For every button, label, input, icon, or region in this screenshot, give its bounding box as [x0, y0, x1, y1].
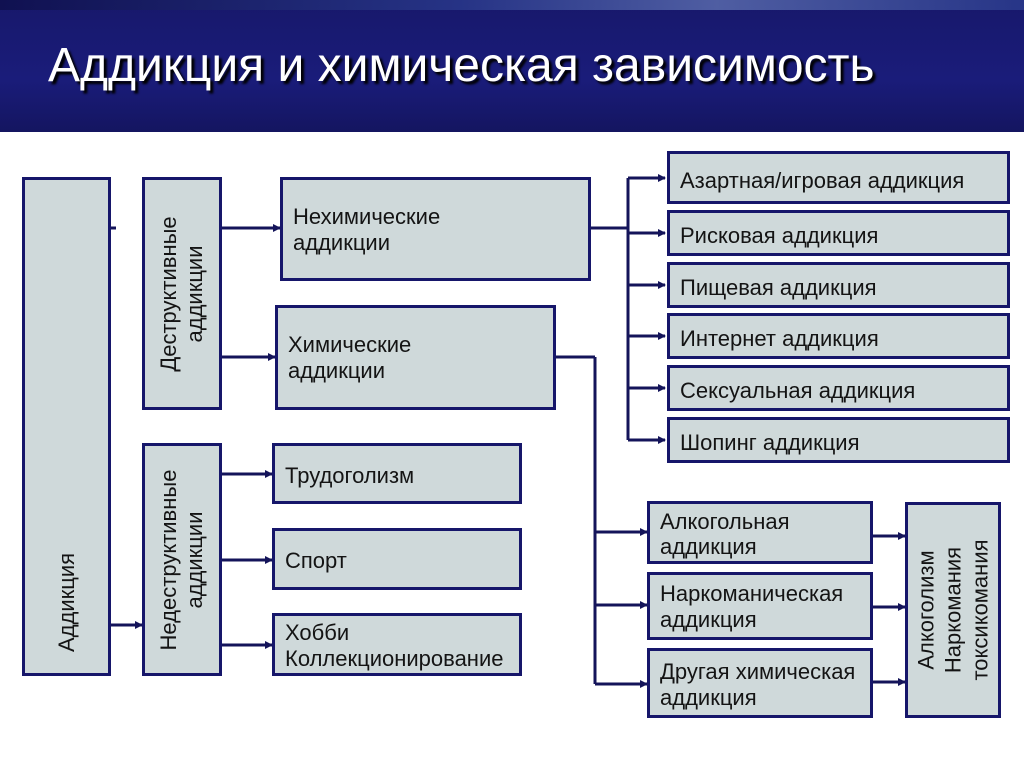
node-sexual: Сексуальная аддикция [667, 365, 1010, 411]
node-other-chemical: Другая химическая аддикция [647, 648, 873, 718]
node-risk: Рисковая аддикция [667, 210, 1010, 256]
node-destructive: Деструктивные аддикции [142, 177, 222, 410]
node-non-destructive: Недеструктивные аддикции [142, 443, 222, 676]
node-addiction-label: Аддикция [53, 552, 79, 652]
node-gambling: Азартная/игровая аддикция [667, 151, 1010, 204]
node-hobby: Хобби Коллекционирование [272, 613, 522, 676]
node-food: Пищевая аддикция [667, 262, 1010, 308]
node-non-chemical: Нехимические аддикции [280, 177, 591, 281]
node-chemical: Химические аддикции [275, 305, 556, 410]
node-outcomes: Алкоголизм Наркомания токсикомания [905, 502, 1001, 718]
node-internet: Интернет аддикция [667, 313, 1010, 359]
node-drug: Наркоманическая аддикция [647, 572, 873, 640]
slide-title: Аддикция и химическая зависимость [48, 39, 875, 92]
node-non-destructive-label: Недеструктивные аддикции [156, 469, 207, 650]
node-outcomes-label: Алкоголизм Наркомания токсикомания [913, 539, 993, 681]
node-workaholism: Трудоголизм [272, 443, 522, 504]
title-bar-stripe [0, 0, 1024, 10]
title-bar: Аддикция и химическая зависимость [0, 0, 1024, 132]
node-destructive-label: Деструктивные аддикции [156, 215, 207, 372]
node-sport: Спорт [272, 528, 522, 590]
node-alcohol: Алкогольная аддикция [647, 501, 873, 564]
node-addiction: Аддикция [22, 177, 111, 676]
node-shopping: Шопинг аддикция [667, 417, 1010, 463]
